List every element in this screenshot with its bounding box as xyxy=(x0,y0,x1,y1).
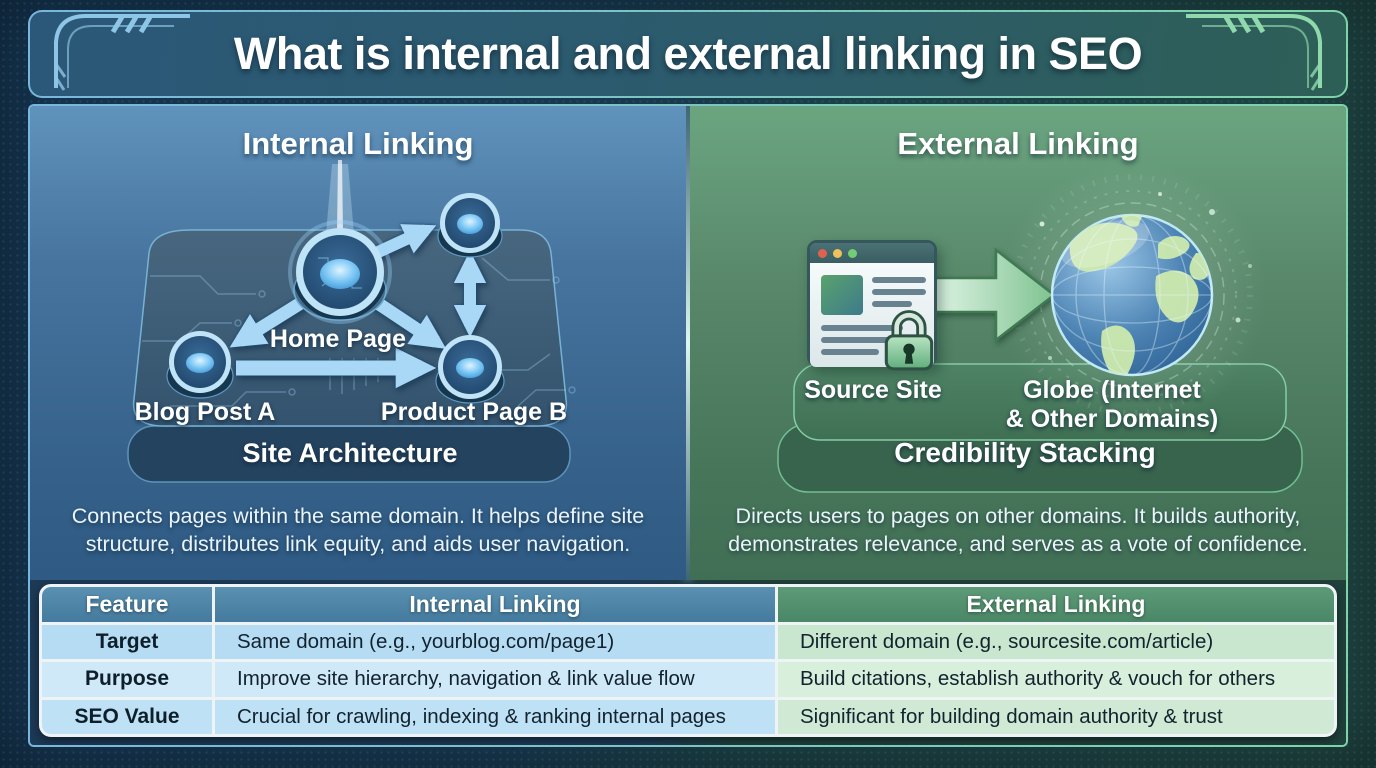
cell-target-internal: Same domain (e.g., yourblog.com/page1) xyxy=(215,624,775,659)
product-page-node xyxy=(435,335,505,404)
globe-label: Globe (Internet & Other Domains) xyxy=(1005,376,1219,433)
external-linking-panel: External Linking xyxy=(689,106,1346,580)
internal-description: Connects pages within the same domain. I… xyxy=(71,504,645,556)
site-architecture-diagram xyxy=(127,160,576,483)
panel-divider xyxy=(686,106,690,580)
cell-target-external: Different domain (e.g., sourcesite.com/a… xyxy=(778,624,1334,659)
site-architecture-label: Site Architecture xyxy=(242,438,458,468)
blog-post-node xyxy=(166,331,234,399)
external-description: Directs users to pages on other domains.… xyxy=(728,504,1308,556)
cell-seo-value-feature: SEO Value xyxy=(42,699,212,734)
globe-icon xyxy=(1050,213,1214,377)
page-thumbnail xyxy=(820,275,863,315)
credibility-diagram xyxy=(777,160,1303,493)
credibility-stacking-label: Credibility Stacking xyxy=(894,437,1156,468)
flow-arrow-icon xyxy=(926,247,1057,343)
cell-seo-value-external: Significant for building domain authorit… xyxy=(778,699,1334,734)
header-feature: Feature xyxy=(42,587,212,622)
page-title: What is internal and external linking in… xyxy=(233,28,1143,79)
table-band: Feature Internal Linking External Linkin… xyxy=(30,580,1346,745)
home-page-node xyxy=(288,220,392,324)
traffic-light-green-icon xyxy=(847,248,857,258)
cell-purpose-feature: Purpose xyxy=(42,662,212,697)
internal-linking-panel: Internal Linking xyxy=(30,106,686,580)
external-heading: External Linking xyxy=(897,126,1139,161)
traffic-light-yellow-icon xyxy=(832,248,842,258)
home-page-label: Home Page xyxy=(269,325,407,353)
browser-titlebar xyxy=(809,243,934,263)
sparkle-dots xyxy=(1039,192,1252,360)
traffic-light-red-icon xyxy=(817,248,827,258)
internal-heading: Internal Linking xyxy=(242,126,474,161)
cell-purpose-external: Build citations, establish authority & v… xyxy=(778,662,1334,697)
product-page-label: Product Page B xyxy=(380,398,568,426)
source-site-label: Source Site xyxy=(804,376,942,404)
cell-purpose-internal: Improve site hierarchy, navigation & lin… xyxy=(215,662,775,697)
header-external-linking: External Linking xyxy=(778,587,1334,622)
content-frame: Internal Linking xyxy=(28,104,1348,747)
cell-target-feature: Target xyxy=(42,624,212,659)
browser-content xyxy=(809,263,934,371)
hud-corner-left-icon xyxy=(54,14,190,91)
top-right-page-node xyxy=(437,193,503,258)
source-site-browser-icon xyxy=(806,240,937,371)
title-banner: What is internal and external linking in… xyxy=(28,10,1348,98)
padlock-icon xyxy=(884,310,934,371)
comparison-table: Feature Internal Linking External Linkin… xyxy=(39,584,1337,737)
cell-seo-value-internal: Crucial for crawling, indexing & ranking… xyxy=(215,699,775,734)
blog-post-label: Blog Post A xyxy=(134,398,276,426)
panels-row: Internal Linking xyxy=(30,106,1346,580)
hud-corner-right-icon xyxy=(1186,14,1322,91)
header-internal-linking: Internal Linking xyxy=(215,587,775,622)
